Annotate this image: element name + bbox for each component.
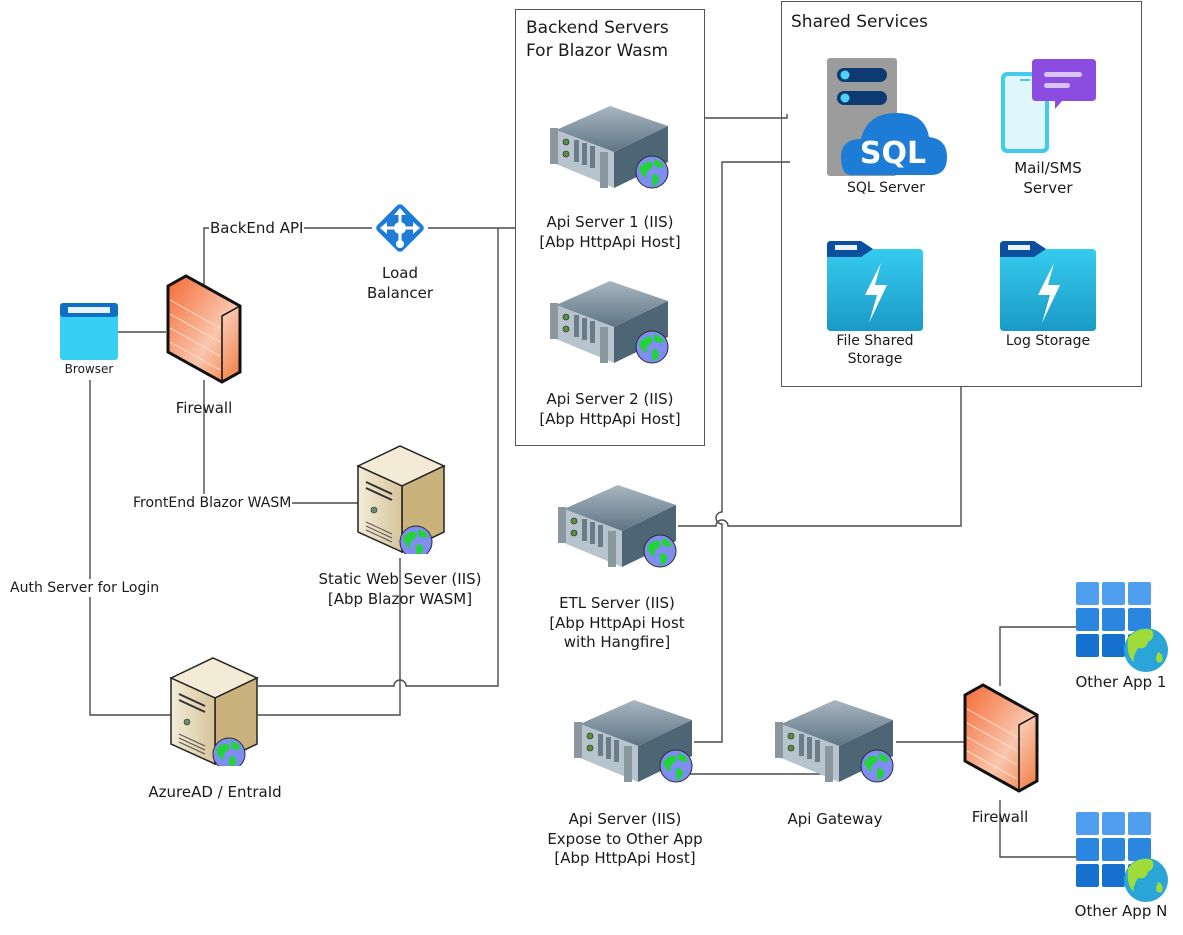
storage-folder-icon: [1000, 241, 1096, 331]
edge-label-auth-server: Auth Server for Login: [9, 579, 161, 597]
mail-sms-icon: [1001, 59, 1096, 153]
web-app-grid-icon: [1076, 582, 1168, 672]
other-app-1-node[interactable]: [1076, 582, 1168, 676]
browser-node[interactable]: [60, 303, 118, 360]
other-app-1-label: Other App 1: [1075, 673, 1167, 691]
tower-server-icon: [169, 657, 259, 771]
edge-azuread-backend: [258, 228, 499, 687]
etl-server-node[interactable]: [556, 483, 680, 573]
rack-server-icon: [558, 485, 677, 568]
browser-label: Browser: [64, 362, 114, 376]
api-server-1-label: Api Server 1 (IIS) [Abp HttpApi Host]: [539, 213, 681, 251]
edge-browser-auth: [89, 380, 172, 716]
mail-sms-node[interactable]: [1000, 57, 1096, 155]
file-storage-node[interactable]: [827, 241, 923, 335]
firewall-left-node[interactable]: [166, 274, 242, 392]
firewall-icon: [963, 683, 1039, 793]
api-server-expose-label: Api Server (IIS) Expose to Other App [Ab…: [547, 810, 703, 867]
sql-server-node[interactable]: SQL: [827, 57, 947, 177]
load-balancer-icon: [376, 204, 424, 252]
edge-etl-shared: [678, 386, 962, 527]
mail-sms-label: Mail/SMS Server: [1014, 159, 1082, 197]
edge-azuread-static: [258, 558, 401, 716]
load-balancer-node[interactable]: [372, 200, 428, 256]
api-server-expose-node[interactable]: [572, 698, 696, 788]
svg-text:SQL: SQL: [860, 136, 926, 171]
api-gateway-node[interactable]: [773, 698, 897, 788]
rack-server-icon: [775, 700, 894, 783]
file-storage-label: File Shared Storage: [836, 333, 914, 368]
globe-icon: [860, 749, 894, 783]
shared-group-title: Shared Services: [791, 12, 928, 32]
shared-services-group: [781, 1, 1142, 387]
backend-group-title: Backend Servers For Blazor Wasm: [526, 18, 669, 61]
edge-backend-shared: [704, 114, 788, 119]
load-balancer-label: Load Balancer: [367, 264, 433, 302]
edge-label-frontend-blazor: FrontEnd Blazor WASM: [132, 494, 293, 512]
static-web-server-node[interactable]: [356, 444, 446, 559]
web-app-grid-icon: [1076, 812, 1168, 902]
api-server-2-node[interactable]: [548, 279, 672, 369]
tower-server-icon: [356, 445, 446, 559]
firewall-right-label: Firewall: [971, 808, 1029, 826]
edge-firewall-app1: [999, 626, 1078, 686]
firewall-right-node[interactable]: [963, 683, 1039, 801]
edge-firewall-backend-api: [203, 227, 372, 286]
rack-server-icon: [550, 106, 669, 189]
edge-label-backend-api: BackEnd API: [209, 219, 305, 237]
azure-ad-label: AzureAD / EntraId: [148, 783, 282, 801]
backend-servers-group: [515, 9, 705, 446]
globe-icon: [659, 749, 693, 783]
globe-icon: [643, 534, 677, 568]
other-app-n-node[interactable]: [1076, 812, 1168, 906]
static-web-server-label: Static Web Sever (IIS) [Abp Blazor WASM]: [318, 570, 482, 608]
etl-server-label: ETL Server (IIS) [Abp HttpApi Host with …: [549, 594, 685, 651]
other-app-n-label: Other App N: [1074, 902, 1168, 920]
azure-ad-node[interactable]: [169, 656, 259, 771]
api-server-2-label: Api Server 2 (IIS) [Abp HttpApi Host]: [539, 390, 681, 428]
edge-expose-shared: [694, 161, 790, 743]
log-storage-node[interactable]: [1000, 241, 1096, 335]
log-storage-label: Log Storage: [1005, 333, 1091, 349]
globe-icon: [635, 330, 669, 364]
api-server-1-node[interactable]: [548, 104, 672, 194]
rack-server-icon: [550, 281, 669, 364]
sql-server-icon: SQL: [827, 58, 947, 176]
firewall-icon: [166, 274, 242, 384]
storage-folder-icon: [827, 241, 923, 331]
rack-server-icon: [574, 700, 693, 783]
browser-window-icon: [60, 303, 118, 360]
sql-server-label: SQL Server: [846, 180, 926, 196]
api-gateway-label: Api Gateway: [787, 810, 883, 828]
globe-icon: [212, 737, 246, 771]
globe-icon: [399, 525, 433, 559]
firewall-left-label: Firewall: [175, 399, 233, 417]
edge-firewall-appn: [999, 800, 1078, 858]
globe-icon: [635, 155, 669, 189]
